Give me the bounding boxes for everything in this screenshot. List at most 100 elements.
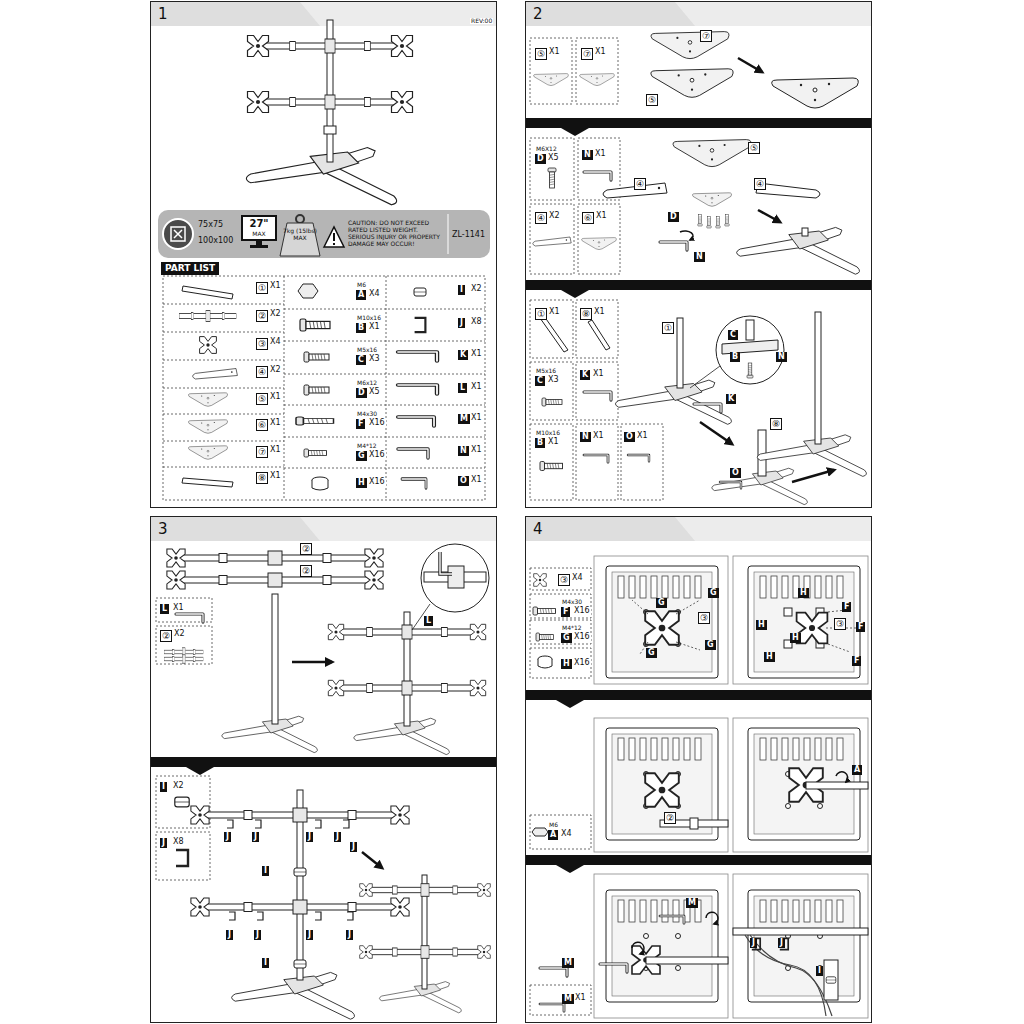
spec-bar-graphics: [158, 210, 490, 258]
arm-assembly-illustration: [191, 806, 209, 824]
base-assembly-illustration: [584, 455, 608, 462]
quantity: X2: [173, 630, 186, 638]
callout-letter: H: [561, 659, 572, 669]
arm-assembly-illustration: [272, 594, 278, 724]
quantity: X16: [573, 607, 591, 615]
part-icons: [398, 417, 434, 426]
part-icons: [189, 420, 228, 434]
spec-bar-graphics: [333, 243, 335, 245]
base-assembly-illustration: [738, 58, 762, 72]
quantity: X1: [470, 350, 483, 358]
screw-size: REV:00: [470, 18, 493, 24]
screw-size: M5x16: [535, 368, 557, 374]
callout-letter: B: [535, 438, 545, 448]
base-assembly-illustration: [680, 231, 693, 240]
callout-letter: C: [356, 355, 366, 365]
callout-letter: B: [356, 323, 366, 333]
stand-illustration: [248, 92, 269, 113]
monitor-mount-illustration: [532, 828, 548, 836]
arm-assembly-illustration: [440, 552, 452, 574]
stand-illustration: [392, 92, 413, 113]
base-assembly-illustration: [533, 237, 571, 246]
quantity: X16: [573, 659, 591, 667]
part-number: ①: [662, 322, 674, 334]
part-icons: [398, 385, 437, 394]
arm-assembly-illustration: [421, 544, 489, 612]
quantity: X1: [548, 308, 561, 316]
step-cell-frame: [578, 204, 620, 274]
callout-letter: J: [458, 318, 465, 328]
screw-size: M5x16: [356, 347, 378, 353]
arm-assembly-illustration: [391, 806, 409, 824]
part-number: ⑥: [582, 212, 594, 224]
quantity: X16: [368, 451, 386, 459]
quantity: X1: [470, 383, 483, 391]
part-number: ④: [535, 212, 547, 224]
step-cell-frame: [530, 138, 574, 200]
callout-letter: F: [356, 419, 365, 429]
monitor-mount-illustration: [660, 916, 684, 923]
base-assembly-illustration: [690, 366, 720, 388]
spec-bar-graphics: [242, 216, 276, 240]
part-icons: [398, 449, 428, 458]
base-assembly-illustration: [772, 78, 859, 108]
screw-size: M4*12: [356, 443, 378, 449]
stand-illustration: [324, 126, 336, 134]
step-number: 4: [533, 520, 543, 538]
callout-letter: M: [686, 898, 698, 908]
monitor-mount-illustration: [632, 600, 700, 654]
base-assembly-illustration: [694, 404, 721, 412]
view-frame: [733, 874, 868, 1018]
part-icons: [298, 284, 318, 298]
screen-size: 27": [242, 218, 276, 230]
callout-letter: G: [561, 633, 572, 643]
base-assembly-illustration: [580, 74, 615, 86]
callout-letter: I: [458, 285, 465, 295]
screw-size: M4x30: [356, 411, 378, 417]
part-icons: [193, 369, 238, 380]
spec-bar: 75x75100x10027"MAX7kg (15lbs) MAXCAUTION…: [158, 211, 490, 259]
spec-bar-graphics: [296, 215, 304, 223]
callout-letter: J: [224, 832, 231, 842]
quantity: X1: [470, 476, 483, 484]
step-cell-frame: [530, 38, 572, 104]
part-icons: [304, 352, 329, 362]
screw-size: M10x16: [356, 315, 382, 321]
arm-assembly-illustration: [338, 681, 476, 695]
base-assembly-illustration: [542, 398, 562, 406]
callout-letter: O: [730, 468, 741, 478]
step-number: 3: [158, 520, 168, 538]
spec-bar-graphics: [324, 227, 344, 247]
view-frame: [733, 556, 868, 684]
part-list-frame: [163, 467, 284, 468]
callout-letter: G: [646, 648, 657, 658]
callout-letter: K: [458, 350, 468, 360]
step-cell-frame: [156, 598, 212, 622]
quantity: X16: [368, 478, 386, 486]
monitor-mount-illustration: [748, 566, 860, 678]
callout-letter: A: [548, 830, 558, 840]
part-number: ①: [256, 282, 268, 294]
part-icons: [300, 319, 330, 331]
step-cell-frame: [621, 424, 663, 500]
base-assembly-illustration: [725, 215, 730, 226]
spec-bar-graphics: [163, 219, 193, 249]
part-number: ③: [256, 338, 268, 350]
callout-letter: G: [708, 588, 719, 598]
monitor-mount-illustration: [676, 600, 700, 614]
arm-assembly-illustration: [478, 946, 491, 959]
weight-limit: 7kg (15lbs) MAX: [282, 227, 318, 241]
arm-assembly-illustration: [315, 912, 321, 920]
callout-letter: D: [668, 212, 679, 222]
arm-assembly-illustration: [448, 566, 464, 588]
part-number: ②: [664, 812, 676, 824]
arm-assembly-illustration: [179, 573, 371, 587]
step-separator: [151, 757, 496, 775]
callout-letter: C: [728, 330, 738, 340]
arm-assembly-illustration: [292, 661, 332, 664]
callout-letter: J: [306, 930, 313, 940]
part-number: ④: [256, 366, 268, 378]
screw-size: M6: [548, 822, 559, 828]
